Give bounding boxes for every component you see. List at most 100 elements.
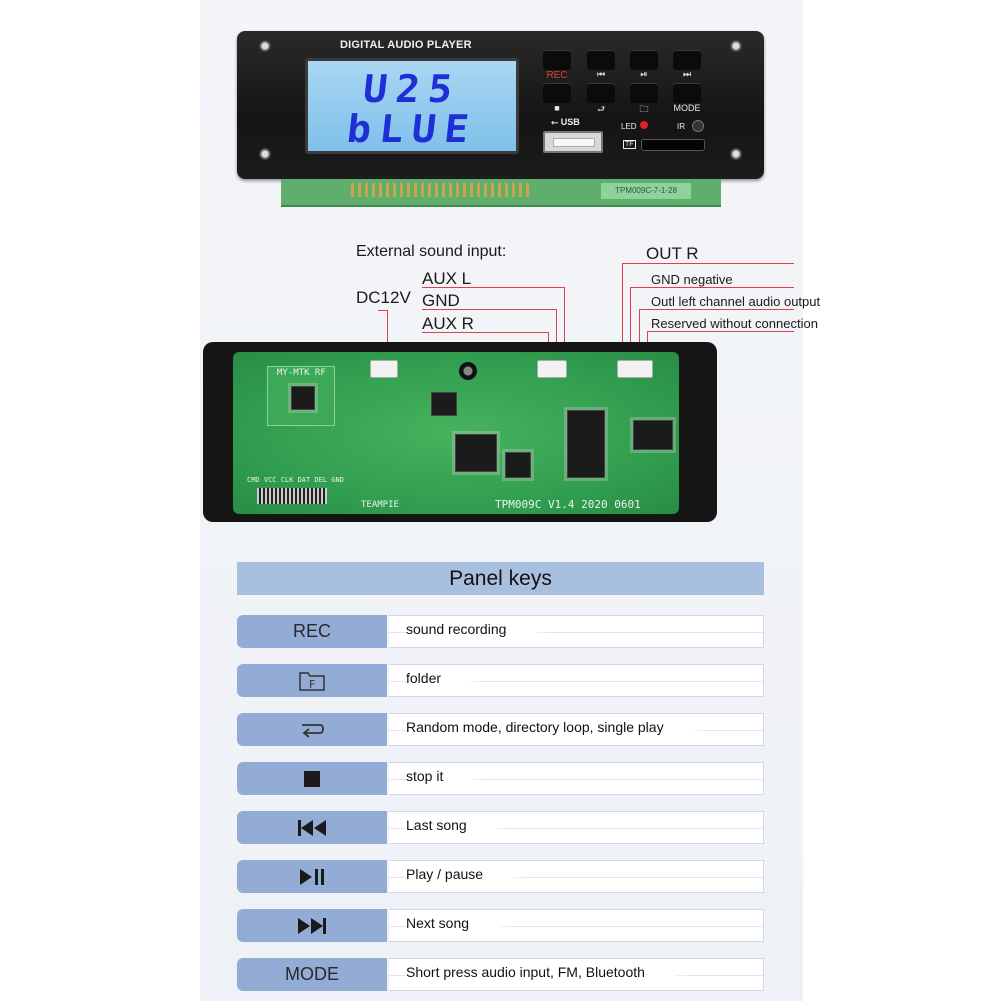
model-silk: TPM009C V1.4 2020 0601 xyxy=(495,498,641,511)
out-left-label: Outl left channel audio output xyxy=(651,294,821,309)
key-cell-play-pause xyxy=(237,860,387,893)
amplifier-chip xyxy=(567,410,605,478)
table-row: F folder xyxy=(237,664,764,697)
regulator-chip xyxy=(431,392,457,416)
pcb-board: MY-MTK RF CMD VCC CLK DAT DEL GND TEAMPI… xyxy=(233,352,679,514)
desc-text: folder xyxy=(406,670,472,686)
wire-out-r xyxy=(622,263,794,264)
brand-silk: TEAMPIE xyxy=(361,500,399,510)
desc-cell: Short press audio input, FM, Bluetooth xyxy=(389,958,764,991)
main-processor-chip xyxy=(455,434,497,472)
folder-f-icon: F xyxy=(299,671,325,691)
tf-card-slot[interactable] xyxy=(641,139,705,151)
output-connector[interactable] xyxy=(617,360,653,378)
next-icon: ⏭ xyxy=(682,69,692,79)
repeat-key[interactable] xyxy=(587,83,615,103)
ribbon-connector xyxy=(257,488,327,504)
desc-text: stop it xyxy=(406,768,474,784)
next-icon xyxy=(298,917,326,934)
usb-label: ⭠ USB xyxy=(551,117,580,127)
external-input-label: External sound input: xyxy=(356,243,507,260)
gnd-label: GND xyxy=(422,291,460,310)
stop-icon: ■ xyxy=(554,103,560,113)
reserved-label: Reserved without connection xyxy=(651,316,818,331)
wire-gnd xyxy=(422,309,557,310)
wire-gnd-negative xyxy=(630,287,631,363)
rec-key-text: REC xyxy=(292,621,331,641)
lcd-line-1: U25 xyxy=(360,67,464,111)
key-cell-stop xyxy=(237,762,387,795)
desc-cell: sound recording xyxy=(389,615,764,648)
aux-connector[interactable] xyxy=(537,360,567,378)
stop-icon xyxy=(304,770,320,787)
previous-key[interactable] xyxy=(587,50,615,70)
desc-text: Last song xyxy=(406,817,497,833)
screw-icon xyxy=(730,40,742,52)
table-row: Next song xyxy=(237,909,764,942)
table-row: stop it xyxy=(237,762,764,795)
table-row: Play / pause xyxy=(237,860,764,893)
rec-key[interactable] xyxy=(543,50,571,70)
aux-chip xyxy=(505,452,531,478)
return-arrow-icon xyxy=(302,723,324,738)
desc-cell: Random mode, directory loop, single play xyxy=(389,713,764,746)
screw-icon xyxy=(259,40,271,52)
table-row: MODE Short press audio input, FM, Blueto… xyxy=(237,958,764,991)
tf-label: TF xyxy=(623,140,636,149)
front-panel: DIGITAL AUDIO PLAYER U25 bLUE REC ⏮ ⏯ ⏭ … xyxy=(237,31,764,207)
pcb-edge: TPM009C-7-1-28 xyxy=(281,179,721,207)
table-row: REC sound recording xyxy=(237,615,764,648)
dc12v-label: DC12V xyxy=(356,288,411,307)
key-cell-mode: MODE xyxy=(237,958,387,991)
key-cell-previous xyxy=(237,811,387,844)
stop-key[interactable] xyxy=(543,83,571,103)
wire-aux-l xyxy=(564,287,565,363)
gnd-negative-label: GND negative xyxy=(651,272,733,287)
wire-gnd-negative xyxy=(630,287,794,288)
mode-key-text: MODE xyxy=(285,964,339,984)
screw-icon xyxy=(259,148,271,160)
desc-cell: folder xyxy=(389,664,764,697)
rf-chip xyxy=(291,386,315,410)
wire-out-left xyxy=(639,309,640,363)
play-pause-icon xyxy=(300,868,324,885)
ir-receiver xyxy=(692,120,704,132)
folder-key[interactable] xyxy=(630,83,658,103)
wire-reserved xyxy=(647,331,794,332)
out-r-label: OUT R xyxy=(646,244,699,263)
wire-aux-l xyxy=(422,287,565,288)
back-pcb: MY-MTK RF CMD VCC CLK DAT DEL GND TEAMPI… xyxy=(203,342,717,522)
wire-out-left xyxy=(639,309,794,310)
dc-connector[interactable] xyxy=(370,360,398,378)
table-row: Last song xyxy=(237,811,764,844)
panel-keys-title: Panel keys xyxy=(237,562,764,595)
aux-r-label: AUX R xyxy=(422,314,474,333)
wire-dc xyxy=(387,310,388,363)
screw-icon xyxy=(730,148,742,160)
play-pause-key[interactable] xyxy=(630,50,658,70)
wire-out-r xyxy=(622,263,623,363)
desc-text: Short press audio input, FM, Bluetooth xyxy=(406,964,675,980)
wire-aux-r xyxy=(422,332,549,333)
mode-key-label: MODE xyxy=(673,103,701,113)
mode-key[interactable] xyxy=(673,83,701,103)
pcb-tag: TPM009C-7-1-28 xyxy=(601,183,691,199)
key-cell-repeat xyxy=(237,713,387,746)
folder-f-icon: 🗀 xyxy=(639,104,649,114)
svg-text:F: F xyxy=(309,678,315,691)
lcd-display: U25 bLUE xyxy=(305,58,519,154)
key-cell-next xyxy=(237,909,387,942)
previous-icon: ⏮ xyxy=(596,69,606,79)
return-arrow-icon: ⮐ xyxy=(596,104,606,114)
desc-text: Random mode, directory loop, single play xyxy=(406,719,694,735)
wire-gnd xyxy=(556,309,557,363)
desc-text: Next song xyxy=(406,915,500,931)
next-key[interactable] xyxy=(673,50,701,70)
desc-cell: Play / pause xyxy=(389,860,764,893)
desc-text: sound recording xyxy=(406,621,537,637)
led-indicator xyxy=(640,121,648,129)
rec-key-label: REC xyxy=(546,70,568,81)
ir-label: IR xyxy=(677,122,685,131)
previous-icon xyxy=(298,819,326,836)
usb-port[interactable] xyxy=(543,131,603,153)
